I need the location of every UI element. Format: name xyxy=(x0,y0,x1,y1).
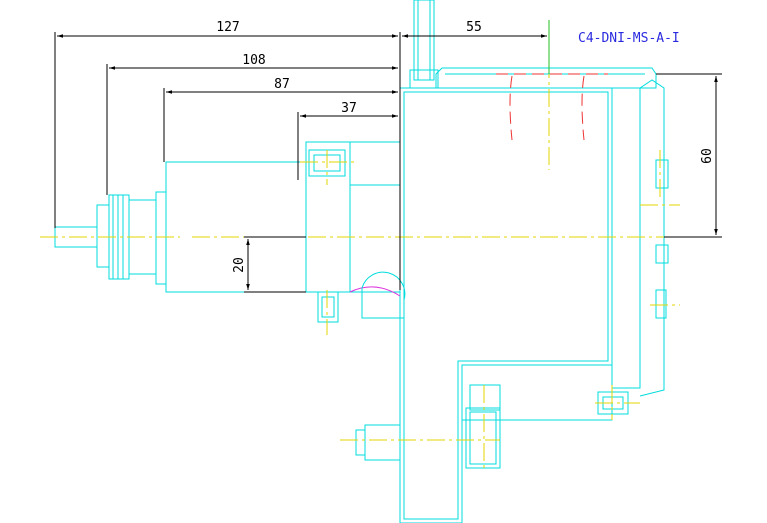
hidden-lines xyxy=(496,73,608,141)
fillet-outline xyxy=(361,271,406,319)
dim-55: 55 xyxy=(466,20,482,35)
dim-37: 37 xyxy=(341,101,357,116)
part-code-label: C4-DNI-MS-A-I xyxy=(578,31,680,46)
head-outline xyxy=(305,141,401,323)
dim-20: 20 xyxy=(232,257,247,273)
body-outline xyxy=(355,0,669,523)
dim-60: 60 xyxy=(700,148,715,164)
transition-arc xyxy=(349,286,401,297)
spindle-outline xyxy=(54,161,307,293)
centerlines xyxy=(40,60,680,468)
dim-127: 127 xyxy=(216,20,239,35)
dimension-lines xyxy=(54,32,722,293)
dim-108: 108 xyxy=(242,53,265,68)
dim-87: 87 xyxy=(274,77,290,92)
